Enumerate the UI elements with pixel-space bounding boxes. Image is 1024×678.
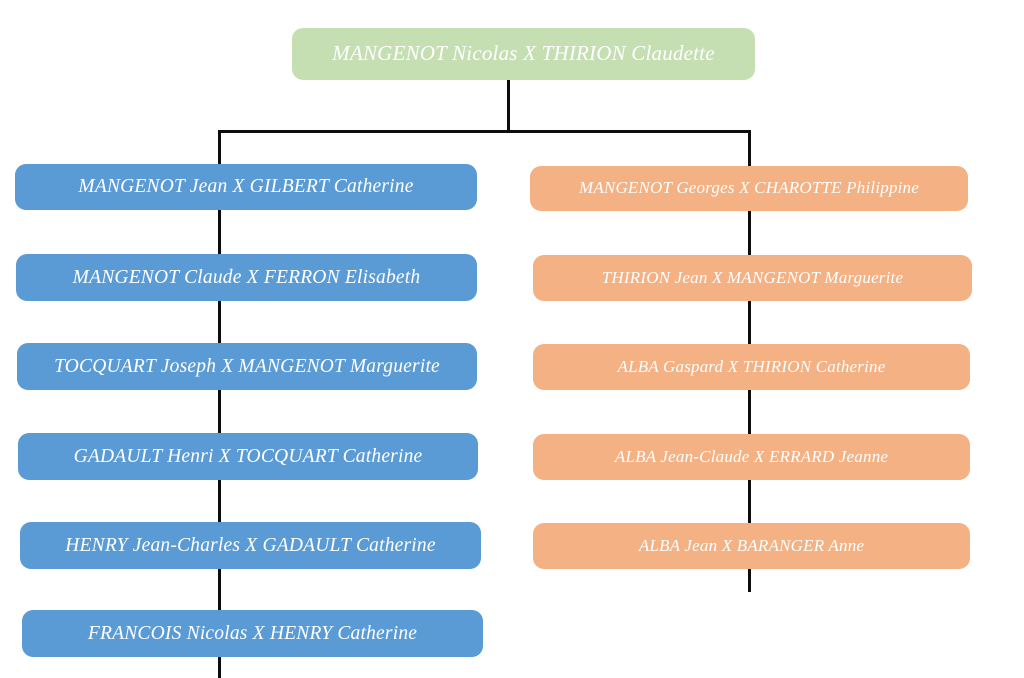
node-left-4-label: GADAULT Henri X TOCQUART Catherine — [73, 445, 423, 467]
node-left-4[interactable]: GADAULT Henri X TOCQUART Catherine — [18, 433, 478, 480]
node-right-5[interactable]: ALBA Jean X BARANGER Anne — [533, 523, 970, 569]
node-right-2[interactable]: THIRION Jean X MANGENOT Marguerite — [533, 255, 972, 301]
node-left-6[interactable]: FRANCOIS Nicolas X HENRY Catherine — [22, 610, 483, 657]
node-left-1[interactable]: MANGENOT Jean X GILBERT Catherine — [15, 164, 477, 210]
node-root-label: MANGENOT Nicolas X THIRION Claudette — [332, 41, 715, 66]
node-right-3-label: ALBA Gaspard X THIRION Catherine — [617, 356, 886, 376]
node-root-couple[interactable]: MANGENOT Nicolas X THIRION Claudette — [292, 28, 755, 80]
node-left-6-label: FRANCOIS Nicolas X HENRY Catherine — [87, 622, 418, 644]
node-right-2-label: THIRION Jean X MANGENOT Marguerite — [601, 267, 904, 287]
node-right-4-label: ALBA Jean-Claude X ERRARD Jeanne — [614, 446, 889, 466]
node-right-4[interactable]: ALBA Jean-Claude X ERRARD Jeanne — [533, 434, 970, 480]
node-right-1-label: MANGENOT Georges X CHAROTTE Philippine — [578, 178, 920, 198]
node-left-2-label: MANGENOT Claude X FERRON Elisabeth — [72, 266, 421, 288]
node-left-1-label: MANGENOT Jean X GILBERT Catherine — [78, 176, 414, 198]
node-left-3-label: TOCQUART Joseph X MANGENOT Marguerite — [54, 355, 440, 377]
node-left-5-label: HENRY Jean-Charles X GADAULT Catherine — [65, 534, 436, 556]
node-right-3[interactable]: ALBA Gaspard X THIRION Catherine — [533, 344, 970, 390]
node-left-2[interactable]: MANGENOT Claude X FERRON Elisabeth — [16, 254, 477, 301]
connector-horizontal-bar — [218, 130, 751, 133]
node-right-5-label: ALBA Jean X BARANGER Anne — [638, 535, 865, 555]
node-left-3[interactable]: TOCQUART Joseph X MANGENOT Marguerite — [17, 343, 477, 390]
connector-left-trunk — [218, 130, 221, 678]
node-left-5[interactable]: HENRY Jean-Charles X GADAULT Catherine — [20, 522, 481, 569]
connector-root-stem — [507, 78, 510, 133]
node-right-1[interactable]: MANGENOT Georges X CHAROTTE Philippine — [530, 166, 968, 211]
